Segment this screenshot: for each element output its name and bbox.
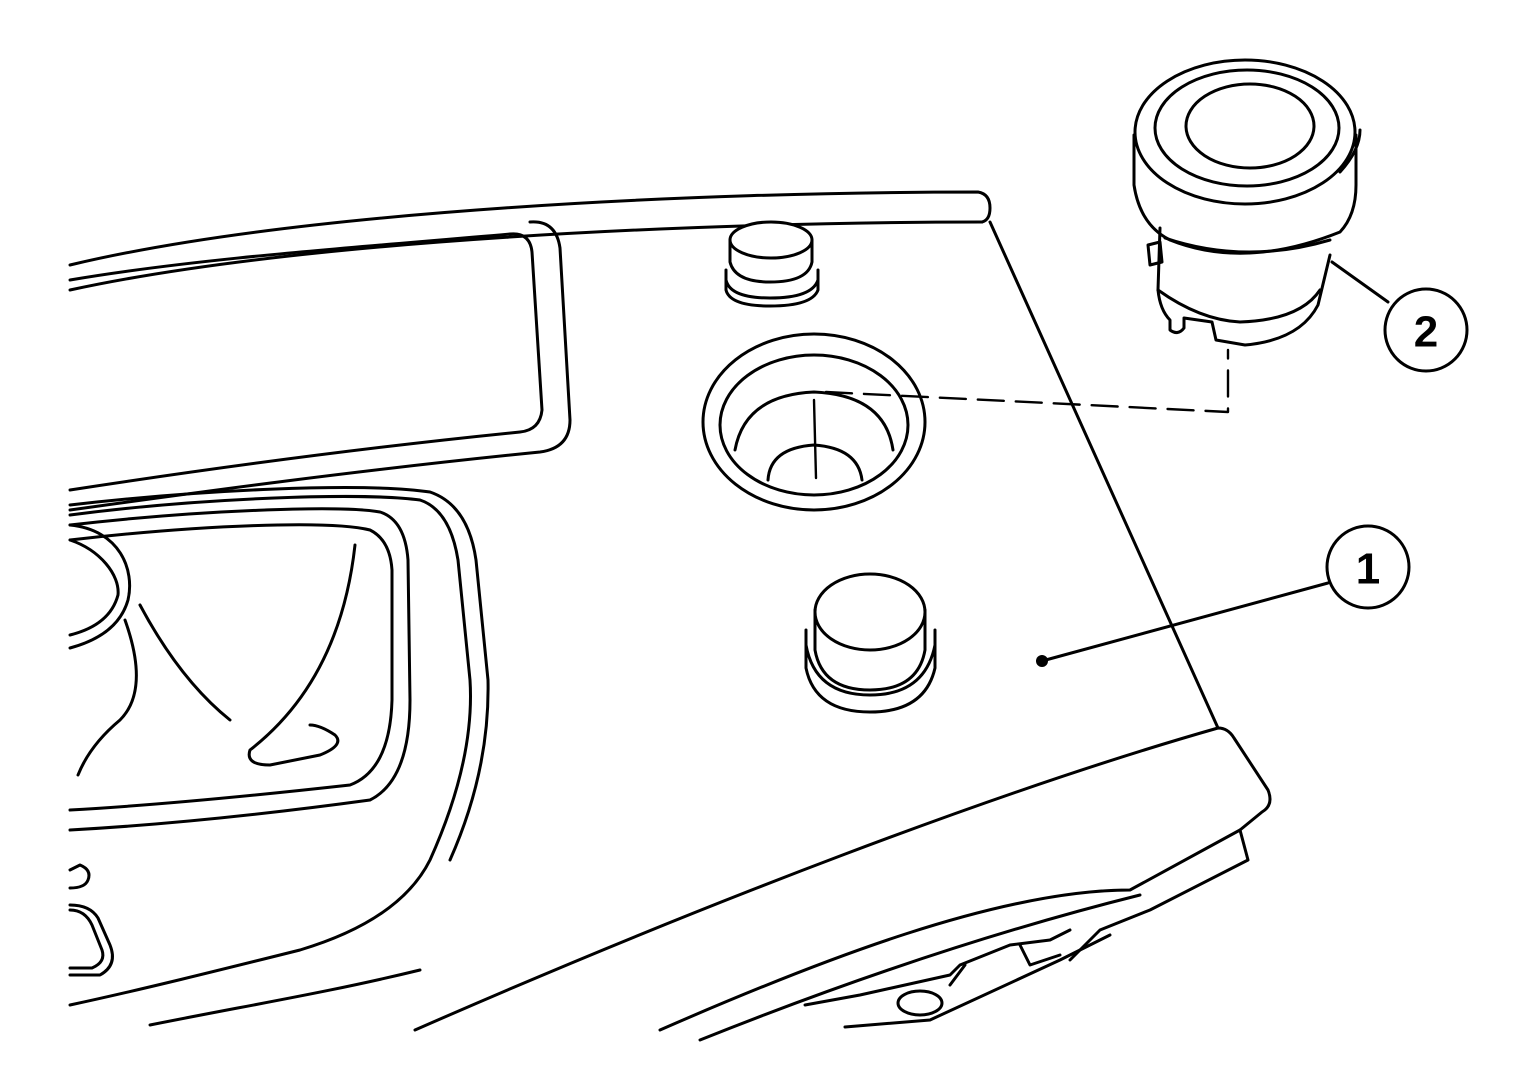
- callout-1-label: 1: [1356, 545, 1380, 594]
- cup-holder-area: [68, 486, 490, 1007]
- ignition-switch: [1132, 58, 1362, 347]
- callout-1: 1: [1036, 524, 1411, 667]
- callout-2-label: 2: [1414, 308, 1438, 357]
- callout-2: 2: [1330, 260, 1469, 373]
- switch-socket: [701, 332, 927, 512]
- button-upper: [724, 220, 820, 308]
- console-tray: [68, 220, 572, 512]
- button-lower: [804, 572, 937, 714]
- console-panel: [68, 190, 1272, 1042]
- installation-leader: [824, 348, 1230, 414]
